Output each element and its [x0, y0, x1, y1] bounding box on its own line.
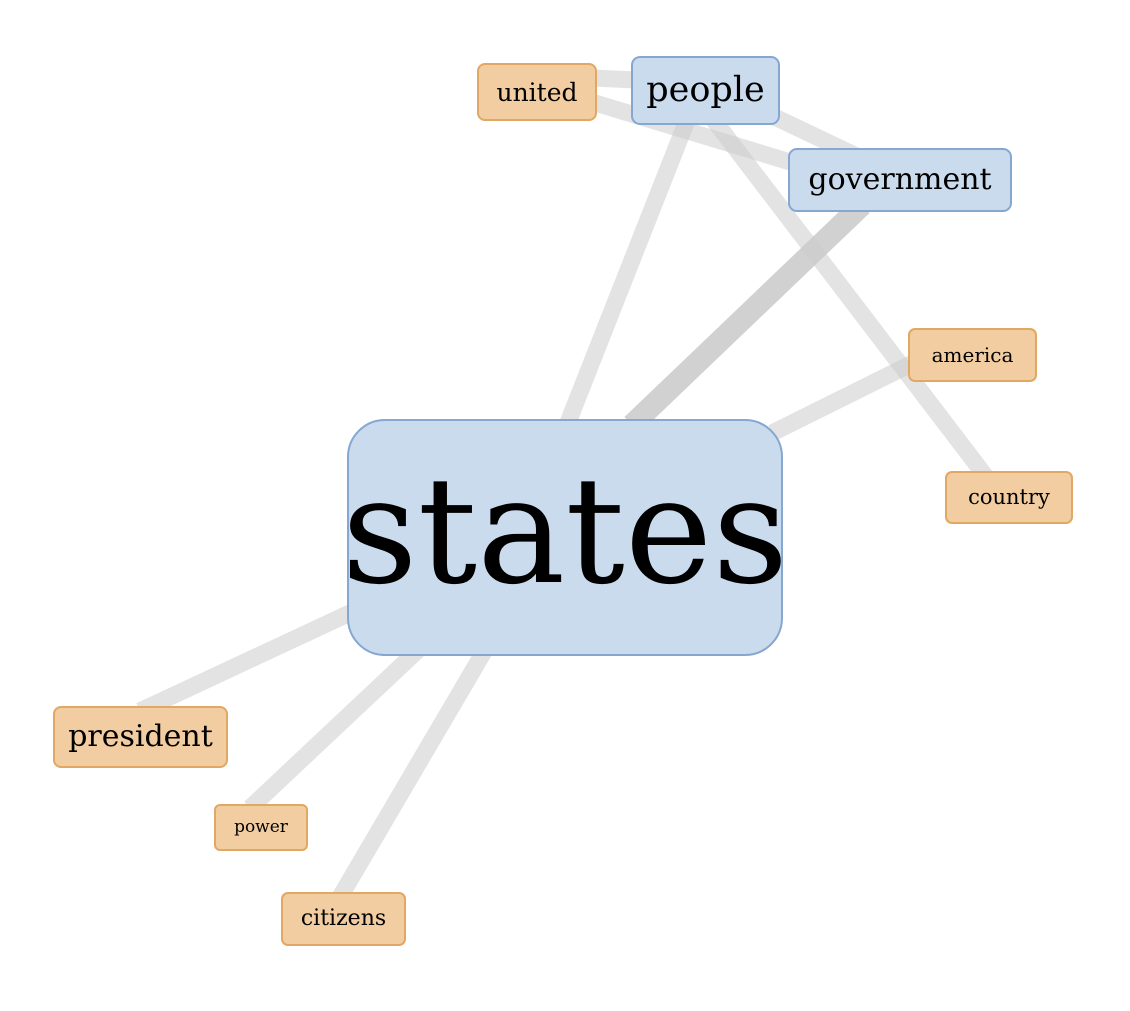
node-label: president	[68, 719, 213, 754]
node-country: country	[945, 471, 1073, 524]
edge-people-united	[591, 69, 637, 89]
edge-people-country	[703, 109, 997, 488]
edge-states-people	[559, 114, 696, 429]
node-states: states	[342, 419, 788, 656]
node-government: government	[788, 148, 1012, 212]
node-label: government	[808, 162, 992, 197]
node-label: citizens	[300, 906, 387, 931]
edge-states-government	[624, 197, 870, 433]
node-people: people	[631, 56, 780, 125]
edge-states-power	[244, 643, 424, 815]
node-label: united	[496, 77, 578, 107]
node-power: power	[214, 804, 308, 851]
node-president: president	[53, 706, 228, 768]
node-america: america	[908, 328, 1037, 382]
node-label: america	[931, 343, 1014, 367]
node-label: people	[646, 70, 765, 110]
node-label: power	[234, 817, 288, 837]
node-united: united	[477, 63, 597, 121]
node-label: country	[968, 485, 1050, 509]
node-citizens: citizens	[281, 892, 406, 946]
edge-states-president	[136, 604, 356, 719]
edge-states-america	[768, 354, 919, 441]
edge-states-citizens	[332, 645, 493, 902]
node-label: states	[341, 444, 789, 617]
edge-united-government	[589, 93, 803, 174]
